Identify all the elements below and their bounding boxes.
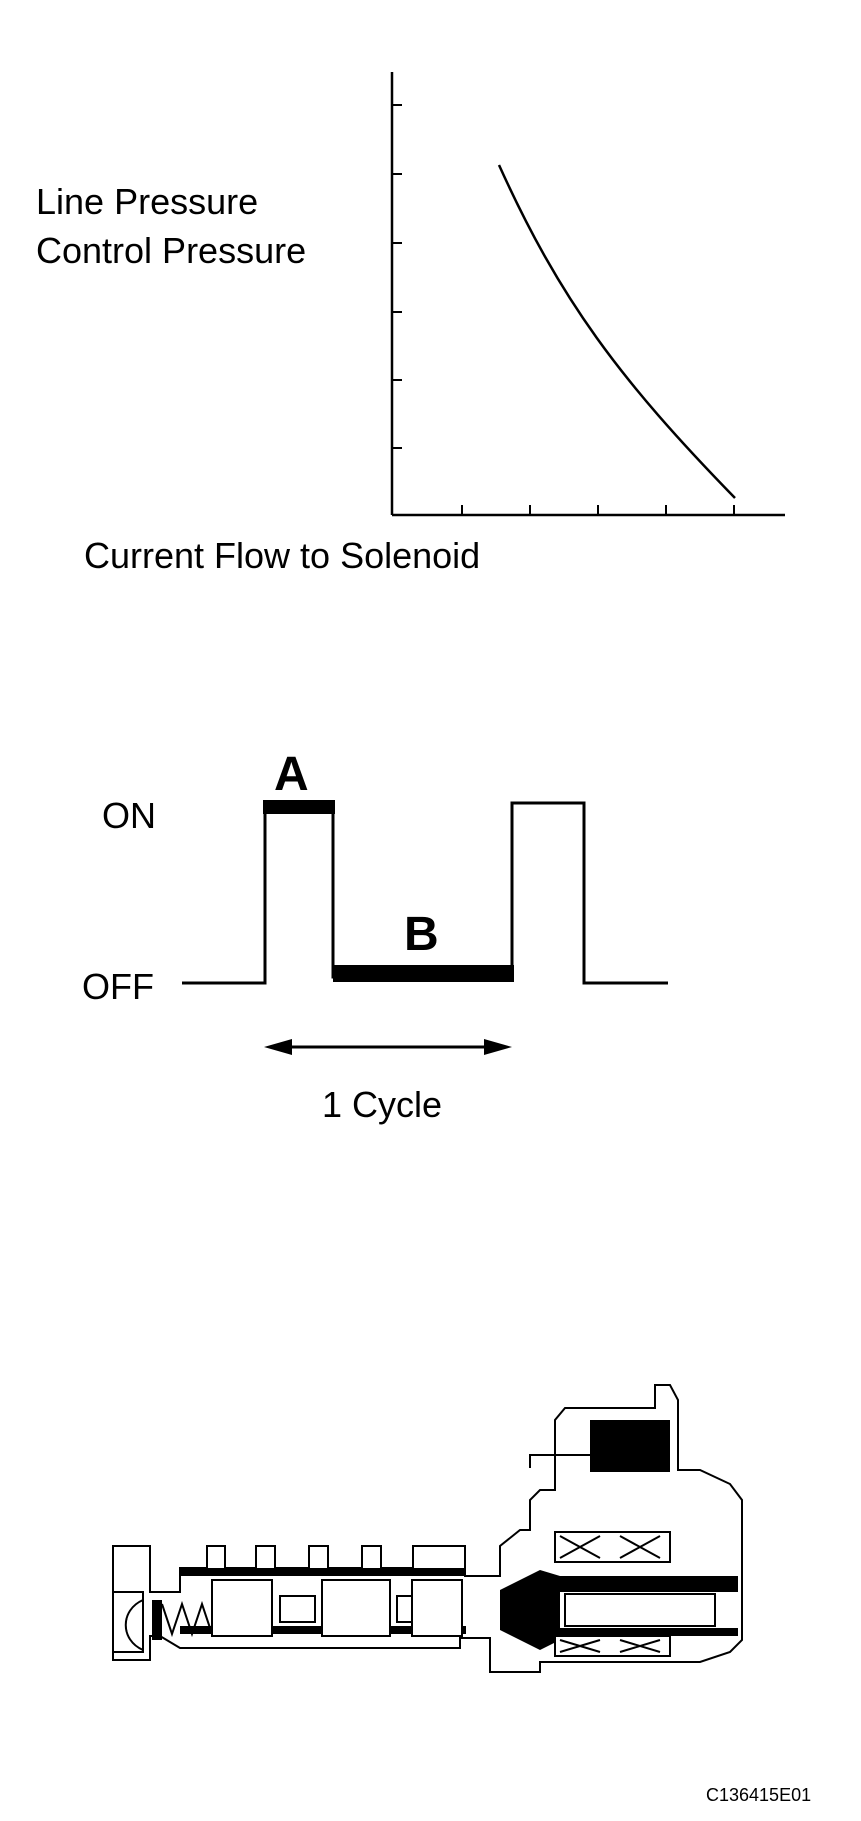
valve-body-outline [112,1384,743,1673]
graph-ylabel-line1: Line Pressure [36,181,259,222]
arrow-left-icon [264,1039,292,1055]
pressure-curve [497,164,736,499]
plunger-core [560,1576,738,1592]
off-label: OFF [82,966,154,1007]
spool-land [211,1579,273,1637]
cycle-label: 1 Cycle [322,1084,443,1125]
figure-code: C136415E01 [706,1785,812,1805]
on-label: ON [102,795,156,836]
off-time-bar-b [333,965,514,982]
spring-coil [161,1600,213,1638]
plunger-core [560,1628,738,1636]
label-b: B [404,908,439,961]
diaphragm [500,1570,560,1650]
spool-land [411,1579,463,1637]
solenoid-coil-top [554,1531,671,1563]
connector-pin-housing [590,1420,670,1472]
on-time-bar-a [263,800,335,814]
duty-cycle-svg [182,800,668,1055]
graph-ylabel-line2: Control Pressure [36,230,307,271]
spool-land [279,1595,316,1623]
graph-xlabel: Current Flow to Solenoid [84,535,481,576]
solenoid-coil-bottom [554,1635,671,1657]
threaded-cap [112,1591,144,1653]
arrow-right-icon [484,1039,512,1055]
graph-svg [390,72,785,517]
spring-dark [152,1600,162,1640]
plunger [564,1593,716,1627]
spool-land [321,1579,391,1637]
channel [180,1568,466,1576]
terminal-pin [529,1454,600,1468]
label-a: A [274,748,309,801]
